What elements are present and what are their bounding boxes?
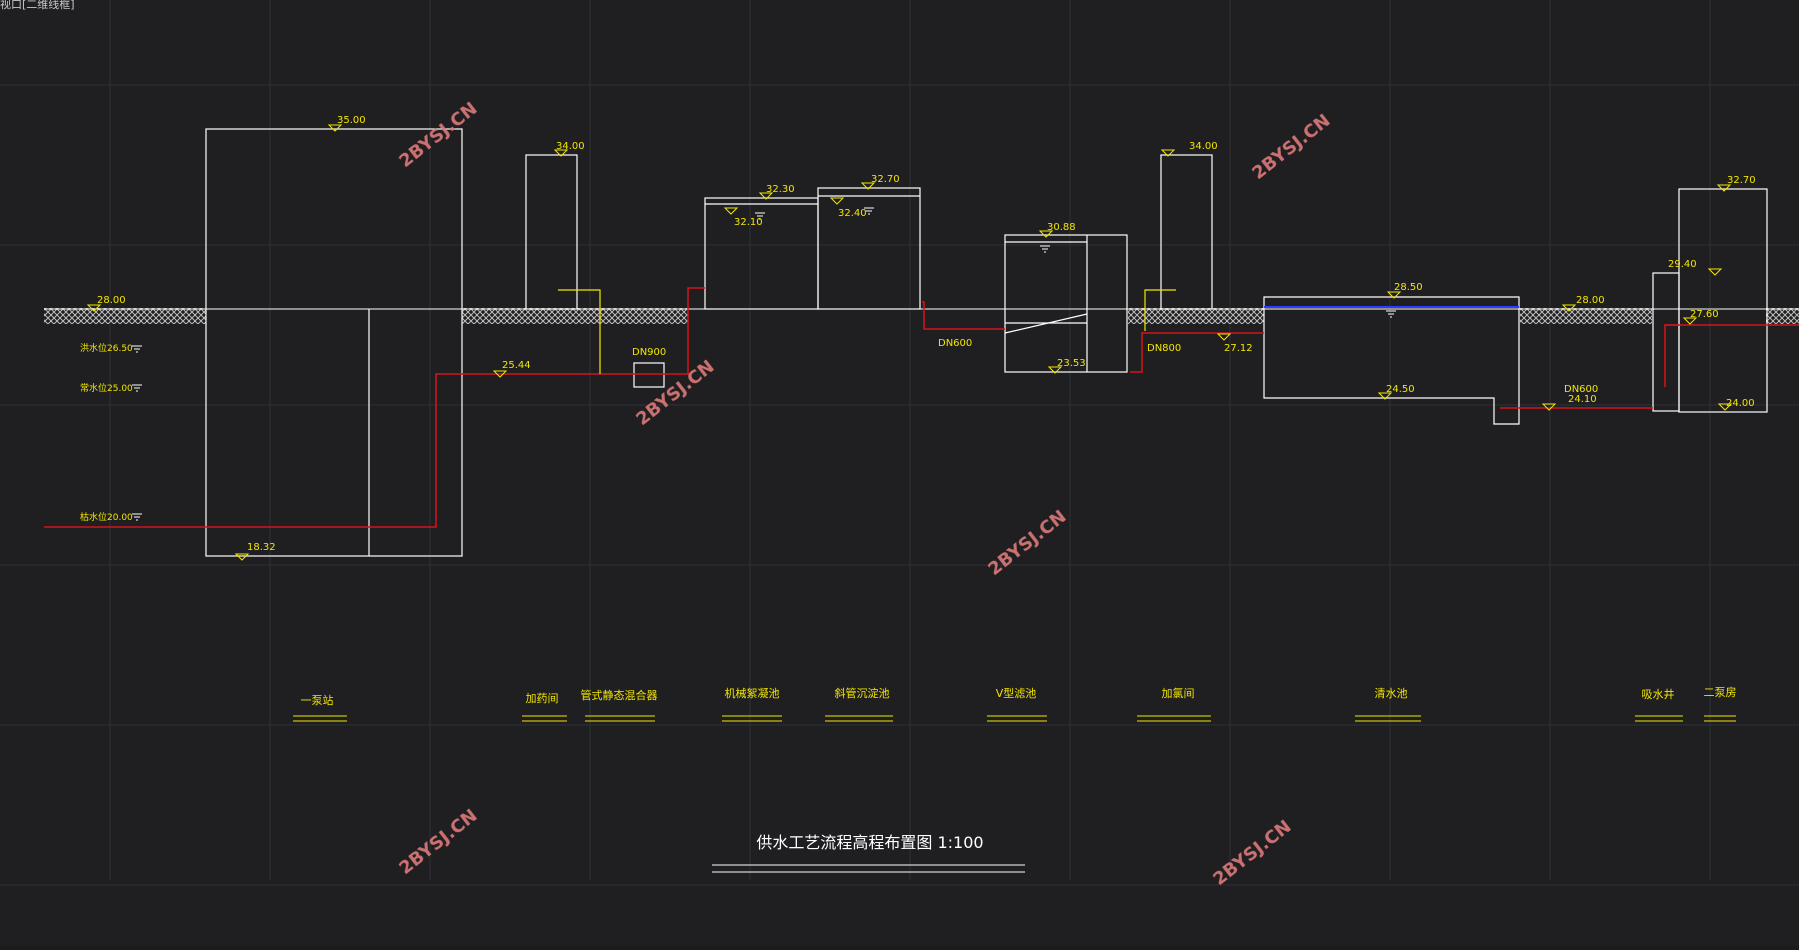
watermark-3: 2BYSJ.CN (632, 356, 718, 430)
pipe-dn600b: DN600 (1564, 384, 1598, 395)
unit-label-9: 吸水井 (1642, 687, 1675, 701)
elev-suction-top: 29.40 (1668, 259, 1697, 270)
elev-pipe-level: 25.44 (502, 360, 531, 371)
level-normal-water: 常水位25.00 (80, 382, 133, 394)
elev-settle-water: 32.40 (838, 208, 867, 219)
water-symbols (132, 207, 1396, 521)
elev-flocc-top: 32.30 (766, 184, 795, 195)
ground-hatch (44, 308, 1799, 324)
unit-label-5: 斜管沉淀池 (835, 686, 890, 700)
elev-ground-right: 28.00 (1576, 295, 1605, 306)
title-underline (712, 864, 1025, 873)
elev-pump2-mid: 27.60 (1690, 309, 1719, 320)
pipe-dn900: DN900 (632, 347, 666, 358)
unit-label-6: V型滤池 (996, 686, 1037, 700)
elev-pump2-bottom: 24.00 (1726, 398, 1755, 409)
pipes (44, 287, 1799, 528)
unit-label-10: 二泵房 (1704, 686, 1737, 699)
elev-clear-bottom: 24.50 (1386, 384, 1415, 395)
watermark-6: 2BYSJ.CN (1209, 816, 1295, 890)
watermark-2: 2BYSJ.CN (1248, 110, 1334, 184)
elev-pump1-top: 35.00 (337, 115, 366, 126)
drawing-title: 供水工艺流程高程布置图 1:100 (756, 833, 983, 852)
elev-clear-top: 28.50 (1394, 282, 1423, 293)
watermark-5: 2BYSJ.CN (395, 805, 481, 879)
unit-label-7: 加氯间 (1162, 686, 1195, 700)
unit-label-2: 加药间 (526, 692, 559, 705)
elev-pump1-bottom: 18.32 (247, 542, 276, 553)
elev-out-pipe: 24.10 (1568, 394, 1597, 405)
elev-filter-bottom: 23.53 (1057, 358, 1086, 369)
level-markers (86, 124, 1733, 561)
yellow-lines (558, 289, 1176, 374)
viewport-tab-label[interactable]: 视口[二维线框] (0, 0, 75, 11)
elev-flocc-water: 32.10 (734, 217, 763, 228)
level-low-water: 枯水位20.00 (80, 511, 133, 523)
unit-label-8: 清水池 (1375, 687, 1408, 700)
unit-label-4: 机械絮凝池 (725, 686, 780, 700)
level-high-water: 洪水位26.50 (80, 342, 133, 354)
elev-pump2-top: 32.70 (1727, 175, 1756, 186)
watermark-1: 2BYSJ.CN (395, 98, 481, 172)
elev-chlor-top: 34.00 (1189, 141, 1218, 152)
pipe-dn600a: DN600 (938, 338, 972, 349)
pipe-dn800: DN800 (1147, 343, 1181, 354)
unit-label-1: 一泵站 (301, 693, 334, 707)
elev-filter-top: 30.88 (1047, 222, 1076, 233)
elev-dosing-top: 34.00 (556, 141, 585, 152)
watermark-4: 2BYSJ.CN (984, 506, 1070, 580)
elev-settle-top: 32.70 (871, 174, 900, 185)
structures (44, 128, 1799, 557)
elev-chlor-pipe: 27.12 (1224, 343, 1253, 354)
unit-underlines (293, 715, 1736, 722)
unit-label-3: 管式静态混合器 (581, 688, 658, 702)
grid (0, 0, 1799, 886)
elev-ground-left: 28.00 (97, 295, 126, 306)
